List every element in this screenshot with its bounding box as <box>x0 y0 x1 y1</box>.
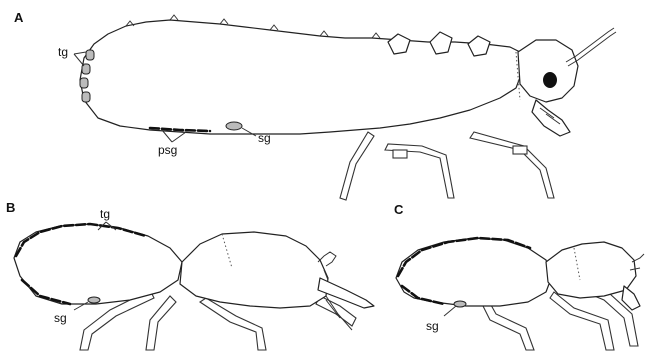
panel-a-head <box>518 40 578 102</box>
panel-a-psg-label: psg <box>158 143 177 157</box>
panel-c-thorax-head <box>546 242 636 298</box>
panel-b-sternal-gland <box>88 297 100 303</box>
panel-a-tg-label: tg <box>58 45 68 59</box>
panel-b: B tg sg <box>6 200 374 350</box>
panel-c-letter: C <box>394 202 404 217</box>
panel-a-sg-label: sg <box>258 131 271 145</box>
panel-c: C sg <box>394 202 644 350</box>
panel-a-legs <box>340 132 554 200</box>
panel-a-eye <box>543 72 557 88</box>
panel-b-tg-label: tg <box>100 207 110 221</box>
panel-b-letter: B <box>6 200 15 215</box>
panel-b-sg-label: sg <box>54 311 67 325</box>
panel-c-sg-label: sg <box>426 319 439 333</box>
panel-a-sternal-gland <box>226 122 242 130</box>
panel-a-letter: A <box>14 10 24 25</box>
panel-b-thorax-head <box>180 232 328 308</box>
panel-a: A <box>14 10 616 200</box>
panel-a-body <box>80 20 522 134</box>
panel-b-abdomen <box>14 224 182 304</box>
